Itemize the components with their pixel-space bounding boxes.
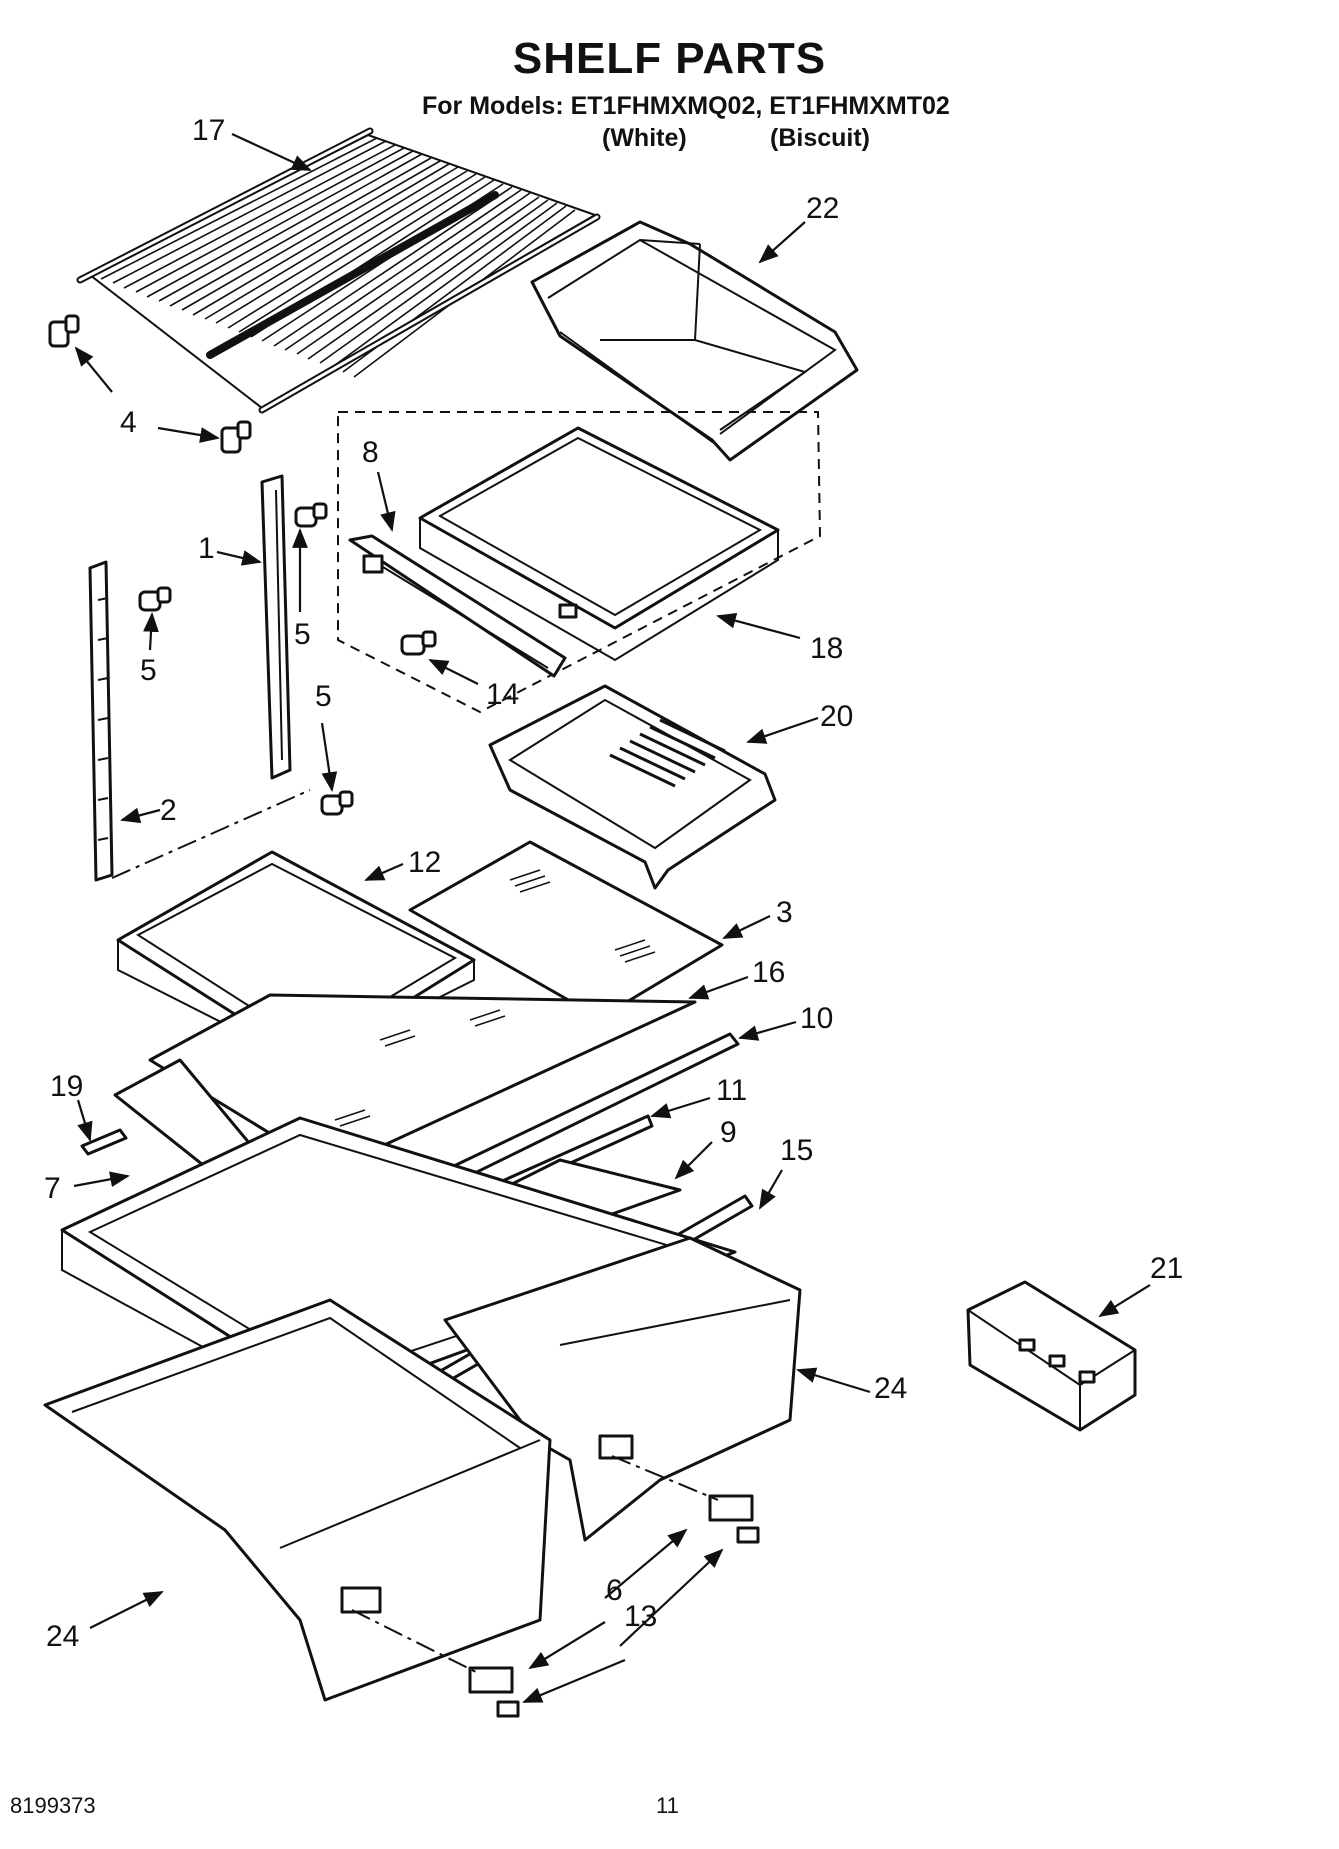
- callout-5-c: 5: [315, 680, 332, 713]
- callout-2: 2: [160, 794, 177, 827]
- dairy-bin-22: [530, 220, 859, 462]
- drawer-label-clip-6: [468, 1494, 754, 1694]
- callout-15: 15: [780, 1134, 813, 1167]
- screw-5-c: [320, 790, 354, 816]
- callout-5-a: 5: [140, 654, 157, 687]
- callout-1: 1: [198, 532, 215, 565]
- callout-21: 21: [1150, 1252, 1183, 1285]
- callout-17: 17: [192, 114, 225, 147]
- callout-4: 4: [120, 406, 137, 439]
- crisper-pan-20: [488, 684, 777, 890]
- shelf-rail-1: [260, 474, 292, 780]
- callout-3: 3: [776, 896, 793, 929]
- door-bin-21: [966, 1280, 1137, 1432]
- callout-24-b: 24: [46, 1620, 79, 1653]
- callout-12: 12: [408, 846, 441, 879]
- page-number: 11: [656, 1793, 679, 1818]
- cover-frame-8: [348, 534, 567, 678]
- glass-pane-3: [408, 840, 724, 1020]
- models-line: For Models: ET1FHMXMQ02, ET1FHMXMT02: [422, 92, 950, 120]
- drawer-alignment-line-2: [611, 1455, 719, 1501]
- shelf-rail-2: [88, 560, 114, 882]
- assembly-group-outline: [337, 411, 822, 714]
- callout-5-b: 5: [294, 618, 311, 651]
- callout-22: 22: [806, 192, 839, 225]
- model-color-white: (White): [602, 124, 687, 152]
- wire-shelf-17: [76, 127, 601, 414]
- callout-numbers: 17 22 4 8 1 5 5 5 18 14 20 2 12 3 16 10 …: [44, 114, 1183, 1653]
- callout-18: 18: [810, 632, 843, 665]
- pan-cover-18: [418, 426, 780, 662]
- callout-9: 9: [720, 1116, 737, 1149]
- callout-24-a: 24: [874, 1372, 907, 1405]
- drawer-alignment-line-1: [351, 1609, 477, 1673]
- rail-alignment-line: [111, 789, 311, 879]
- screw-5-a: [138, 586, 172, 612]
- crisper-drawer-24-left: [43, 1298, 552, 1702]
- page-title: SHELF PARTS: [512, 34, 827, 83]
- shelf-trim-19: [80, 1128, 128, 1156]
- callout-19: 19: [50, 1070, 83, 1103]
- callout-7: 7: [44, 1172, 61, 1205]
- screw-14: [400, 630, 437, 656]
- shelf-support-4-right: [220, 420, 252, 454]
- document-number: 8199373: [10, 1793, 96, 1818]
- callout-13: 13: [624, 1600, 657, 1633]
- callout-11: 11: [716, 1074, 747, 1107]
- callout-14: 14: [486, 678, 519, 711]
- leader-lines: [73, 133, 1151, 1704]
- callout-16: 16: [752, 956, 785, 989]
- drawer-stop-13: [496, 1526, 760, 1718]
- shelf-support-4-left: [48, 314, 80, 348]
- model-color-biscuit: (Biscuit): [770, 124, 870, 152]
- callout-8: 8: [362, 436, 379, 469]
- screw-5-b: [294, 502, 328, 528]
- callout-10: 10: [800, 1002, 833, 1035]
- callout-6: 6: [606, 1574, 623, 1607]
- callout-20: 20: [820, 700, 853, 733]
